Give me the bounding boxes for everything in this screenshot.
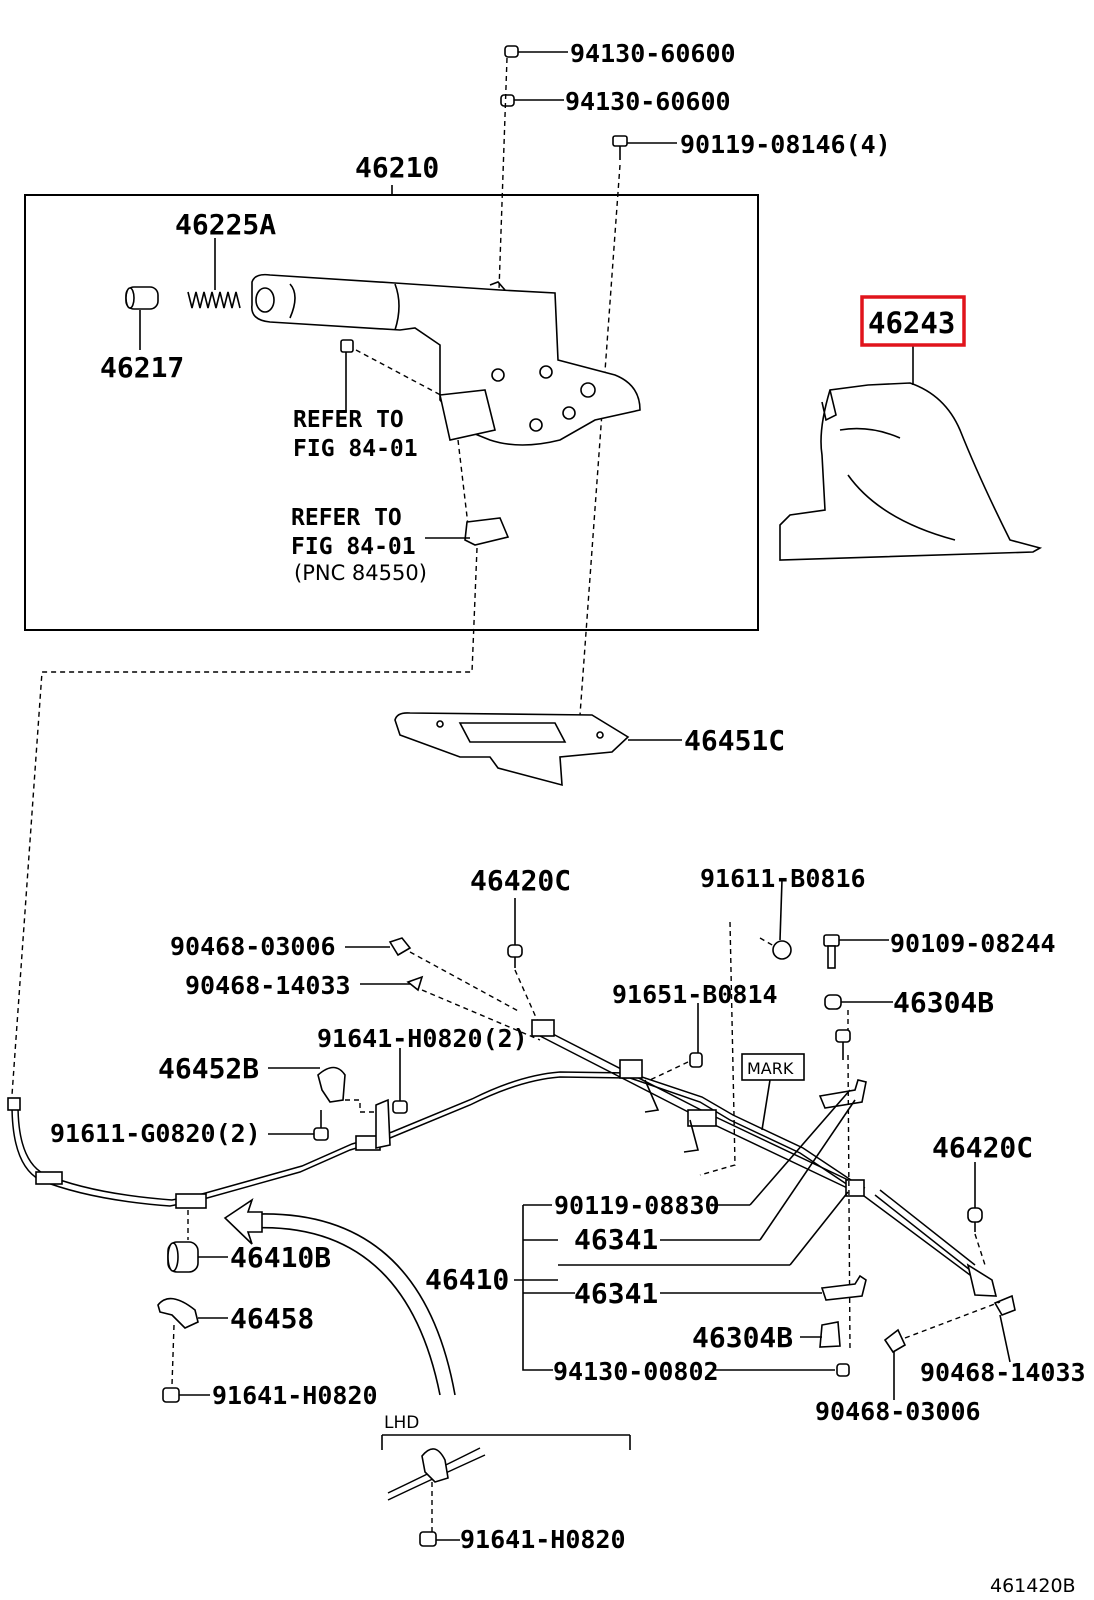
label-pnc-84550: (PNC 84550) (294, 561, 427, 585)
label-91641-h0820-left: 91641-H0820 (212, 1381, 378, 1410)
label-lhd: LHD (384, 1413, 419, 1433)
spring-46225a-icon (187, 291, 241, 309)
label-90468-03006-lower: 90468-03006 (815, 1397, 981, 1426)
bracket-46451c-icon (394, 712, 630, 787)
clamp-46452b-icon (317, 1066, 346, 1103)
label-fig-84-01-2: FIG 84-01 (291, 534, 416, 560)
label-46243: 46243 (868, 306, 955, 340)
grommet-46304b-lower-icon (819, 1321, 841, 1348)
label-46217: 46217 (100, 351, 184, 384)
grommet-46304b-upper-icon (824, 994, 842, 1010)
label-46304b-upper: 46304B (893, 986, 994, 1019)
label-91651-b0814: 91651-B0814 (612, 980, 778, 1009)
lever-boot-46243-icon (779, 382, 1043, 561)
clip-90468-14033-upper-icon (406, 975, 424, 992)
label-refer-to-1: REFER TO (293, 407, 404, 433)
label-46410: 46410 (425, 1263, 509, 1296)
highlight-46243 (860, 295, 966, 347)
nut-94130-top-icon (504, 45, 519, 58)
bolt-90109-08244-icon (823, 934, 840, 969)
label-94130-60600-second: 94130-60600 (565, 87, 731, 116)
bracket-46341-upper-icon (818, 1079, 867, 1109)
label-91611-g0820-2: 91611-G0820(2) (50, 1119, 261, 1148)
label-refer-to-2: REFER TO (291, 505, 402, 531)
bolt-91641-h0820-lhd-icon (419, 1531, 437, 1547)
label-46410b: 46410B (230, 1241, 331, 1274)
release-knob-46217-icon (125, 286, 159, 310)
bolt-91651-b0814-icon (689, 1052, 703, 1068)
label-46210: 46210 (355, 151, 439, 184)
label-figure-number: 461420B (990, 1575, 1076, 1597)
clip-90468-03006-lower-icon (883, 1328, 907, 1354)
label-91641-h0820-2: 91641-H0820(2) (317, 1024, 528, 1053)
bracket-icon (439, 389, 496, 441)
label-46225a: 46225A (175, 208, 276, 241)
label-46458: 46458 (230, 1302, 314, 1335)
parking-brake-lever-icon (251, 273, 641, 446)
label-91611-b0816: 91611-B0816 (700, 864, 866, 893)
grommet-46410b-icon (167, 1241, 199, 1273)
nut-94130-00802-icon (836, 1363, 850, 1377)
label-46341-lower: 46341 (574, 1277, 658, 1310)
label-46452b: 46452B (158, 1052, 259, 1085)
label-90468-14033-upper: 90468-14033 (185, 971, 351, 1000)
clamp-bracket-icon (375, 1098, 391, 1149)
label-46304b-lower: 46304B (692, 1321, 793, 1354)
lhd-cable-clamp-icon (387, 1447, 486, 1501)
screw-refer-icon (340, 339, 354, 353)
label-90109-08244: 90109-08244 (890, 929, 1056, 958)
bolt-46341-upper-icon (835, 1029, 851, 1060)
label-90119-08830: 90119-08830 (554, 1191, 720, 1220)
brake-cable-icon (7, 1019, 998, 1297)
bolt-91611-g0820-icon (313, 1110, 329, 1141)
label-46420c-upper: 46420C (470, 864, 571, 897)
bolt-91641-h0820-2-icon (392, 1100, 408, 1114)
bolt-91641-h0820-left-icon (162, 1387, 180, 1403)
bolt-90119-08146-icon (612, 135, 628, 160)
bolt-91611-b0816-icon (772, 940, 792, 960)
label-46420c-right: 46420C (932, 1131, 1033, 1164)
label-46341-upper: 46341 (574, 1223, 658, 1256)
bolt-46420c-upper-icon (507, 944, 523, 968)
label-94130-00802: 94130-00802 (553, 1357, 719, 1386)
label-90119-08146: 90119-08146(4) (680, 130, 891, 159)
mark-tag (741, 1053, 805, 1081)
label-46451c: 46451C (684, 724, 785, 757)
bolt-46420c-right-icon (967, 1207, 983, 1232)
switch-84550-icon (464, 517, 510, 546)
label-90468-14033-lower: 90468-14033 (920, 1358, 1086, 1387)
bracket-46341-lower-icon (820, 1274, 867, 1301)
label-mark: MARK (747, 1059, 794, 1078)
bracket-46458-icon (157, 1297, 199, 1329)
label-91641-h0820-lhd: 91641-H0820 (460, 1525, 626, 1554)
label-fig-84-01-1: FIG 84-01 (293, 436, 418, 462)
label-94130-60600-top: 94130-60600 (570, 39, 736, 68)
nut-94130-second-icon (500, 94, 515, 107)
clip-90468-14033-lower-icon (993, 1294, 1016, 1316)
lhd-arrow-icon (223, 1198, 456, 1396)
clip-90468-03006-upper-icon (388, 937, 412, 957)
label-90468-03006-upper: 90468-03006 (170, 932, 336, 961)
